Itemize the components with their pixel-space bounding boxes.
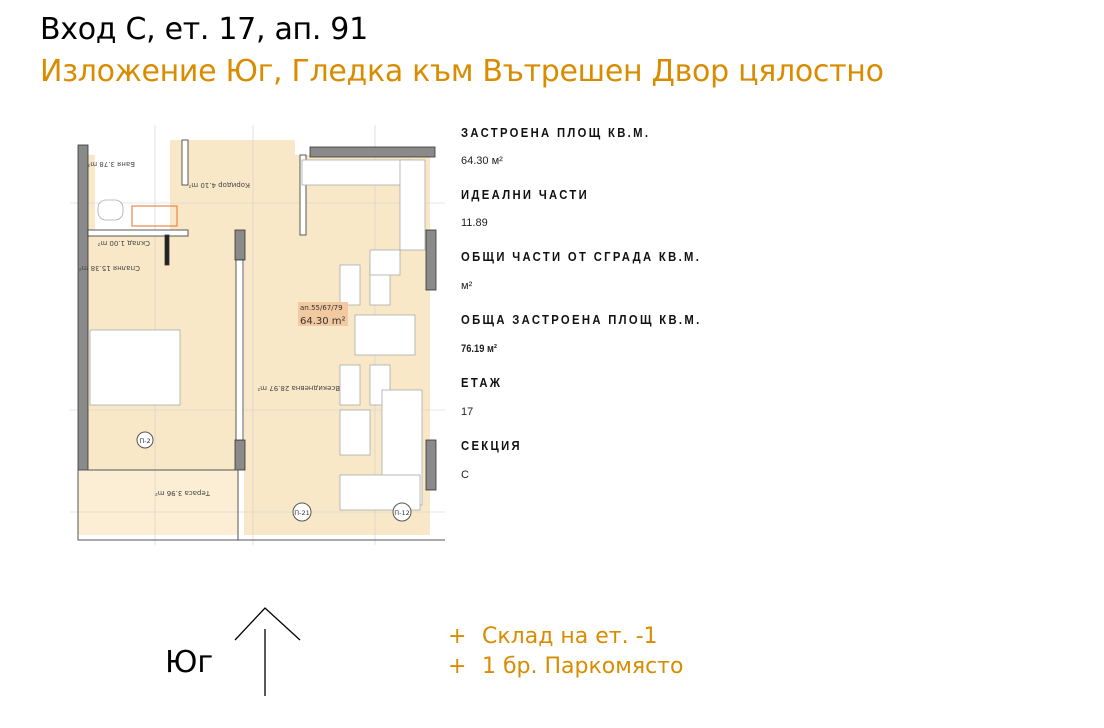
spec-label: ЕТАЖ (461, 376, 503, 390)
terrace-floor (78, 470, 238, 535)
floor-plan: ап.55/67/79 64.30 m² Баня 3.78 m² Коридо… (70, 125, 445, 545)
room-label: Коридор 4.10 m² (188, 181, 250, 189)
spec-value: м² (461, 280, 473, 292)
room-label: Спалня 15.38 m² (79, 264, 140, 272)
room-label: Всекидневна 28.97 m² (257, 384, 340, 392)
spec-value: 76.19 м² (461, 343, 498, 355)
room-label: Баня 3.78 m² (87, 160, 135, 168)
spec-label: ИДЕАЛНИ ЧАСТИ (461, 188, 590, 202)
spec-label: ОБЩА ЗАСТРОЕНА ПЛОЩ КВ.М. (461, 313, 702, 327)
area-label: 64.30 m² (300, 316, 346, 327)
orientation-label: Юг (165, 645, 214, 680)
apartment-label: ап.55/67/79 (300, 304, 343, 312)
room-label: Склад 1.00 m² (97, 239, 150, 247)
spec-value: 11.89 (461, 217, 488, 229)
page-subtitle: Изложение Юг, Гледка към Вътрешен Двор ц… (40, 54, 884, 89)
extras-list: +Склад на ет. -1 +1 бр. Паркомясто (448, 622, 683, 682)
page-title: Вход С, ет. 17, ап. 91 (40, 12, 368, 47)
marker-label: П-21 (294, 509, 310, 517)
spec-value: C (461, 469, 469, 481)
extra-item: +Склад на ет. -1 (448, 624, 658, 649)
marker-label: П-12 (394, 509, 410, 517)
extra-item: +1 бр. Паркомясто (448, 654, 684, 679)
spec-label: СЕКЦИЯ (461, 439, 522, 453)
marker-label: П-2 (139, 437, 150, 445)
spec-label: ОБЩИ ЧАСТИ ОТ СГРАДА КВ.М. (461, 250, 702, 264)
north-arrow-icon (234, 607, 301, 696)
room-label: Тераса 3.96 m² (155, 489, 211, 497)
spec-label: ЗАСТРОЕНА ПЛОЩ КВ.М. (461, 126, 651, 140)
spec-value: 64.30 м² (461, 155, 503, 167)
spec-value: 17 (461, 406, 474, 418)
